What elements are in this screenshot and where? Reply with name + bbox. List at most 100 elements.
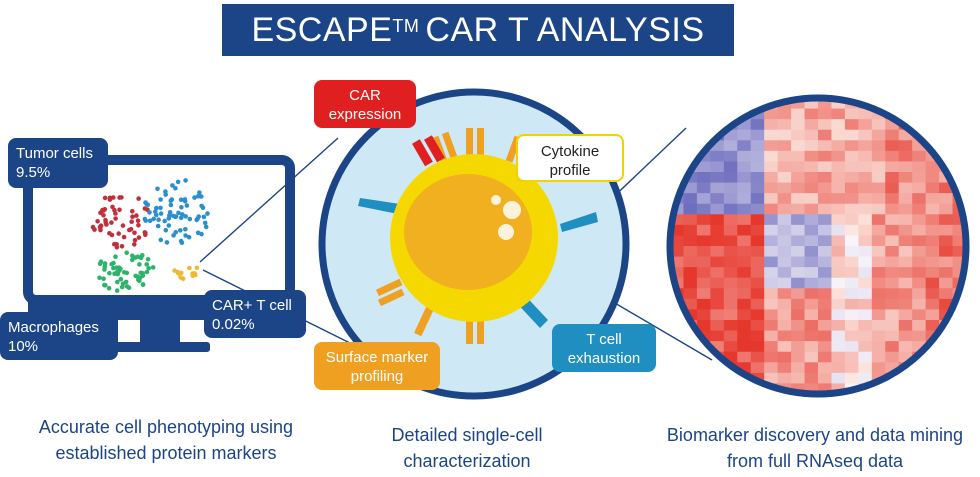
heatmap-cell [885,267,900,279]
heatmap-cell [871,256,886,268]
heatmap-cell [858,193,873,205]
heatmap-cell [683,224,698,236]
heatmap-cell [737,214,752,226]
scatter-dot [176,210,181,216]
cluster-tumor [90,195,150,250]
heatmap-cell [791,214,806,226]
heatmap-cell [696,256,711,268]
heatmap-cell [925,351,940,363]
heatmap-cell [858,362,873,374]
label-t-cell-exhaustion: T cell exhaustion [552,324,656,372]
heatmap-cell [764,224,779,236]
scatter-dot [144,269,150,275]
scatter-dot [158,211,164,216]
scatter-dot [158,197,163,202]
heatmap-cell [952,267,966,279]
heatmap-cell [683,129,698,141]
heatmap-cell [710,330,725,342]
heatmap-cell [844,214,859,226]
heatmap-cell [670,150,684,162]
heatmap-cell [844,298,859,310]
scatter-dot [90,224,96,230]
heatmap-cell [939,246,954,258]
heatmap-cell [925,288,940,300]
heatmap-cell [831,246,846,258]
heatmap-cell [871,288,886,300]
scatter-dot [142,216,148,222]
heatmap-cell [818,140,832,152]
scatter-dot [170,183,175,188]
heatmap-cell [885,129,900,141]
heatmap-cell [844,372,859,384]
heatmap-cell [750,277,765,289]
heatmap-cell [710,309,725,321]
heatmap-cell [670,98,684,110]
heatmap-cell [723,267,738,279]
heatmap-cell [710,214,725,226]
heatmap-cell [858,341,873,353]
heatmap-cell [925,161,940,173]
heatmap-cell [818,119,832,131]
heatmap-cell [818,330,832,342]
heatmap-cell [952,140,966,152]
heatmap-cell [925,129,940,141]
heatmap-cell [777,203,792,215]
heatmap-cell [844,330,859,342]
heatmap-cell [791,256,806,268]
heatmap-cell [804,277,819,289]
heatmap-cell [723,383,738,394]
heatmap-cell [831,288,846,300]
heatmap-cell [939,108,954,120]
scatter-dot [124,270,130,276]
heatmap-cell [885,362,900,374]
heatmap-cell [871,214,886,226]
scatter-dot [187,265,192,271]
heatmap-cell [804,256,819,268]
scatter-dot [110,204,115,210]
heatmap-cell [831,161,846,173]
scatter-dot [136,277,141,283]
heatmap-cell [723,161,738,173]
heatmap-cell [844,182,859,194]
heatmap-cell [818,267,832,279]
heatmap-cell [898,224,913,236]
heatmap-cell [952,246,966,258]
heatmap-cell [885,277,900,289]
heatmap-cell [804,203,819,215]
heatmap-cell [764,267,779,279]
scatter-dot [97,275,102,281]
heatmap-cell [750,193,765,205]
heatmap-cell [898,288,913,300]
heatmap-cell [898,214,913,226]
heatmap-cell [723,277,738,289]
heatmap-cell [670,214,684,226]
scatter-dot [147,218,153,224]
scatter-dot [175,179,181,185]
heatmap-cell [791,320,806,332]
heatmap-cell [818,108,832,120]
heatmap-cell [737,330,752,342]
scatter-dot [136,196,141,201]
heatmap-cell [844,362,859,374]
heatmap-cell [871,140,886,152]
heatmap-cell [777,193,792,205]
heatmap-cell [723,246,738,258]
heatmap-cell [925,214,940,226]
heatmap-cell [764,246,779,258]
heatmap-cell [939,383,954,394]
heatmap-cell [885,351,900,363]
heatmap-cell [925,98,940,110]
heatmap-cell [683,214,698,226]
scatter-dot [168,202,174,208]
scatter-dot [173,230,178,235]
heatmap-cell [898,320,913,332]
heatmap-cell [885,383,900,394]
heatmap-cell [777,140,792,152]
receptor-bottom-left-long [414,305,434,337]
heatmap-cell [831,309,846,321]
heatmap-cell [710,341,725,353]
heatmap-cell [750,341,765,353]
scatter-dot [194,265,200,271]
heatmap-cell [804,129,819,141]
